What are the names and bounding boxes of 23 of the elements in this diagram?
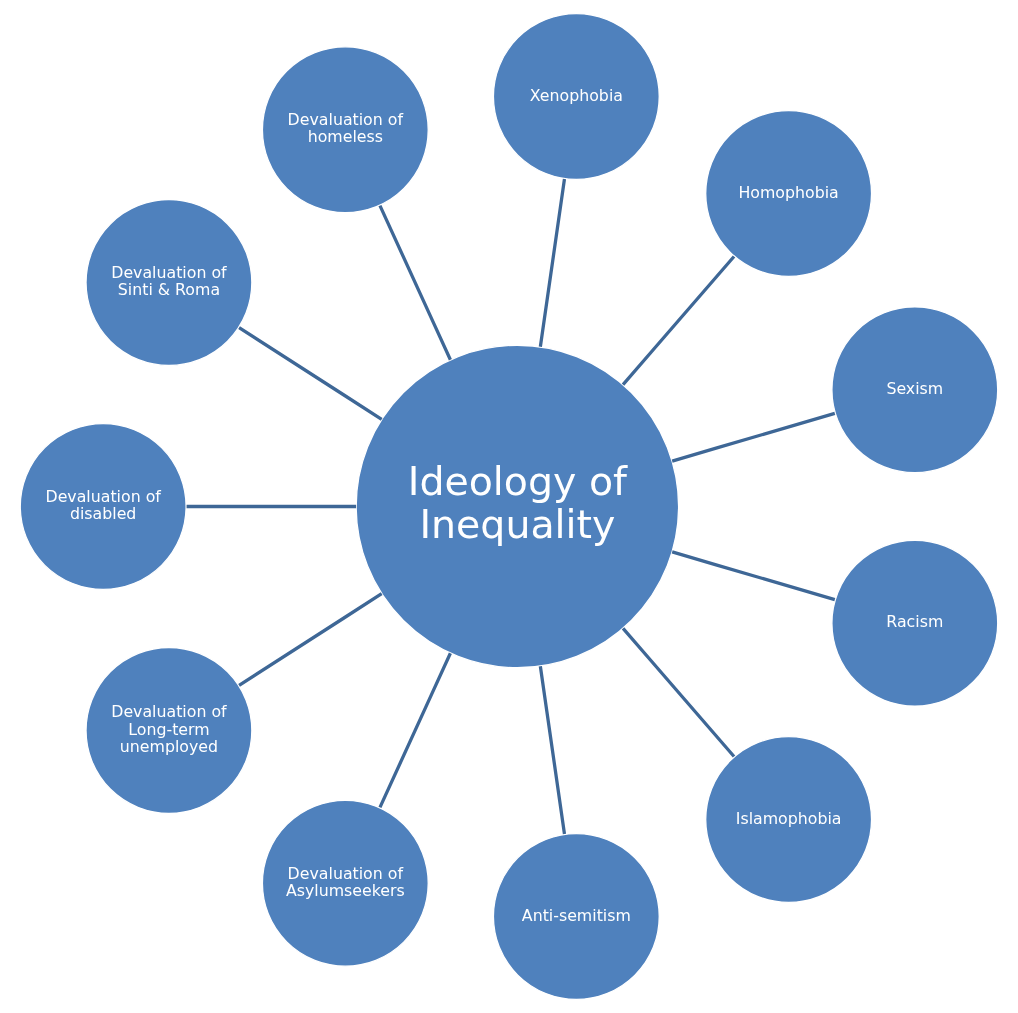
connector xyxy=(378,652,452,809)
connector xyxy=(621,627,736,758)
node-circle: Devaluation of Long-term unemployed xyxy=(85,646,253,814)
connector xyxy=(538,178,567,348)
node-circle: Devaluation of homeless xyxy=(261,46,429,214)
node-circle: Sexism xyxy=(831,306,999,474)
node-circle: Anti-semitism xyxy=(492,832,660,1001)
connector xyxy=(538,665,567,835)
node-circle: Ideology of Inequality xyxy=(355,344,680,669)
connector xyxy=(671,550,836,602)
connector xyxy=(238,326,383,421)
node-circle: Islamophobia xyxy=(705,735,873,904)
connector xyxy=(621,255,736,386)
node-circle: Devaluation of disabled xyxy=(19,422,187,591)
node-circle: Devaluation of Sinti & Roma xyxy=(85,199,253,367)
connector xyxy=(378,204,452,361)
node-circle: Homophobia xyxy=(705,109,873,278)
node-circle: Xenophobia xyxy=(492,12,660,181)
node-circle: Racism xyxy=(831,539,999,707)
connector xyxy=(671,411,836,463)
node-circle: Devaluation of Asylumseekers xyxy=(261,799,429,967)
connector xyxy=(238,592,383,687)
connector xyxy=(186,504,357,509)
